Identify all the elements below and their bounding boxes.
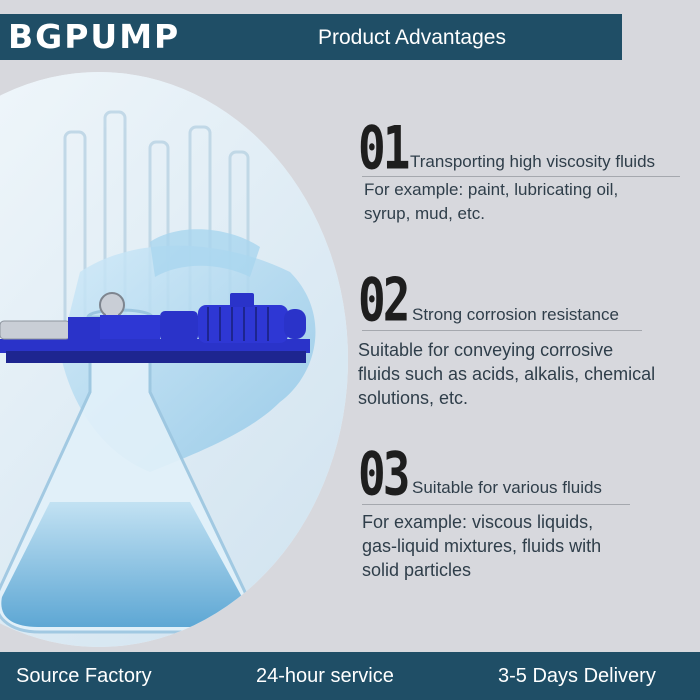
advantage-number: 01	[358, 112, 410, 183]
advantage-heading: Transporting high viscosity fluids	[410, 152, 656, 171]
advantage-item: 02 Strong corrosion resistance Suitable …	[358, 270, 700, 410]
advantage-number: 03	[358, 438, 410, 509]
screw-pump	[0, 292, 310, 363]
advantage-description: For example: paint, lubricating oil, syr…	[364, 178, 618, 226]
header-banner	[0, 14, 622, 60]
product-photo	[0, 72, 348, 647]
footer-banner: Source Factory 24-hour service 3-5 Days …	[0, 652, 700, 700]
divider	[362, 176, 680, 177]
advantage-heading: Suitable for various fluids	[412, 478, 602, 497]
description-line: For example: paint, lubricating oil,	[364, 180, 619, 199]
section-title: Product Advantages	[318, 26, 506, 49]
description-line: syrup, mud, etc.	[364, 204, 485, 223]
divider	[362, 330, 642, 331]
footer-24-hour-service: 24-hour service	[256, 665, 394, 687]
advantage-item: 03 Suitable for various fluids For examp…	[358, 444, 700, 584]
advantage-heading: Strong corrosion resistance	[412, 305, 619, 324]
description-line: fluids such as acids, alkalis, chemical	[358, 364, 656, 384]
description-line: solutions, etc.	[358, 388, 469, 408]
advantage-number: 02	[358, 264, 410, 335]
advantage-item: 01 Transporting high viscosity fluids Fo…	[358, 118, 700, 228]
description-line: solid particles	[362, 560, 472, 580]
advantage-description: For example: viscous liquids, gas-liquid…	[362, 510, 601, 582]
brand-logo: BGPUMP	[8, 17, 181, 56]
footer-delivery: 3-5 Days Delivery	[498, 665, 656, 687]
divider	[362, 504, 630, 505]
description-line: gas-liquid mixtures, fluids with	[362, 536, 602, 556]
description-line: For example: viscous liquids,	[362, 512, 594, 532]
advantage-description: Suitable for conveying corrosive fluids …	[358, 338, 655, 410]
description-line: Suitable for conveying corrosive	[358, 340, 614, 360]
footer-source-factory: Source Factory	[16, 665, 152, 687]
